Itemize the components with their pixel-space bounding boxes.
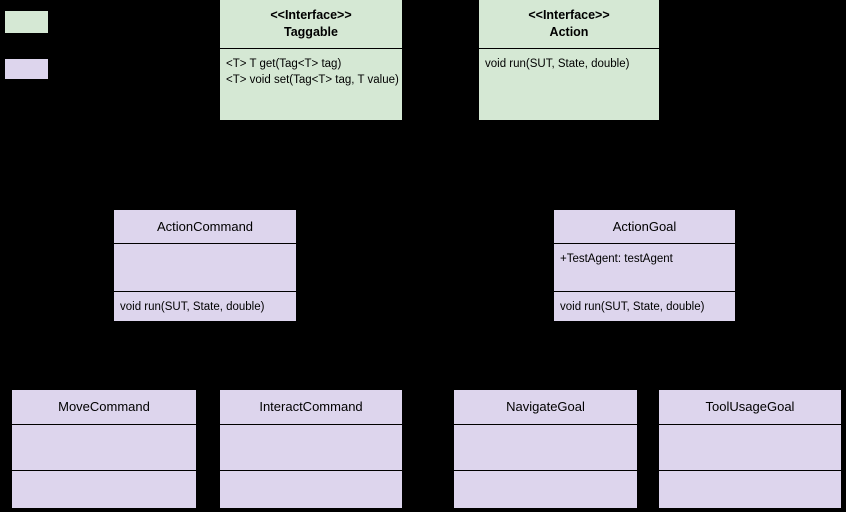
class-header-tool-usage-goal: ToolUsageGoal bbox=[659, 390, 841, 424]
class-stereotype: <<Interface>> bbox=[270, 7, 352, 22]
class-name: Action bbox=[549, 24, 589, 39]
class-method: <T> void set(Tag<T> tag, T value) bbox=[226, 73, 399, 86]
class-name: ToolUsageGoal bbox=[705, 399, 795, 415]
class-method: <T> T get(Tag<T> tag) bbox=[226, 58, 342, 70]
class-stereotype: <<Interface>> bbox=[528, 7, 610, 22]
class-box-action-goal[interactable]: ActionGoal +TestAgent: testAgent void ru… bbox=[553, 209, 736, 322]
class-header-taggable: <<Interface>> Taggable bbox=[220, 0, 402, 48]
class-box-taggable[interactable]: <<Interface>> Taggable <T> T get(Tag<T> … bbox=[219, 0, 403, 121]
class-header-move-command: MoveCommand bbox=[12, 390, 196, 424]
class-box-action-command[interactable]: ActionCommand void run(SUT, State, doubl… bbox=[113, 209, 297, 322]
class-methods-navigate-goal bbox=[454, 470, 637, 508]
class-box-interact-command[interactable]: InteractCommand bbox=[219, 389, 403, 509]
class-members-action: void run(SUT, State, double) bbox=[479, 48, 659, 120]
class-name: Taggable bbox=[284, 24, 338, 39]
class-box-move-command[interactable]: MoveCommand bbox=[11, 389, 197, 509]
class-header-navigate-goal: NavigateGoal bbox=[454, 390, 637, 424]
class-box-action[interactable]: <<Interface>> Action void run(SUT, State… bbox=[478, 0, 660, 121]
class-attributes-move-command bbox=[12, 424, 196, 470]
class-box-navigate-goal[interactable]: NavigateGoal bbox=[453, 389, 638, 509]
class-header-action: <<Interface>> Action bbox=[479, 0, 659, 48]
class-name: ActionGoal bbox=[612, 218, 677, 234]
class-attributes-navigate-goal bbox=[454, 424, 637, 470]
class-header-action-command: ActionCommand bbox=[114, 210, 296, 243]
class-methods-move-command bbox=[12, 470, 196, 508]
class-attributes-action-command bbox=[114, 243, 296, 291]
class-methods-action-goal: void run(SUT, State, double) bbox=[554, 291, 735, 321]
class-box-tool-usage-goal[interactable]: ToolUsageGoal bbox=[658, 389, 842, 509]
class-header-interact-command: InteractCommand bbox=[220, 390, 402, 424]
class-swatch bbox=[4, 58, 49, 80]
class-attributes-action-goal: +TestAgent: testAgent bbox=[554, 243, 735, 291]
class-attributes-interact-command bbox=[220, 424, 402, 470]
class-methods-tool-usage-goal bbox=[659, 470, 841, 508]
class-header-action-goal: ActionGoal bbox=[554, 210, 735, 243]
class-attributes-tool-usage-goal bbox=[659, 424, 841, 470]
interface-swatch bbox=[4, 10, 49, 34]
class-method: void run(SUT, State, double) bbox=[120, 301, 265, 313]
class-method: void run(SUT, State, double) bbox=[485, 58, 630, 70]
class-name: ActionCommand bbox=[156, 218, 254, 234]
class-members-taggable: <T> T get(Tag<T> tag) <T> void set(Tag<T… bbox=[220, 48, 402, 120]
class-attribute: +TestAgent: testAgent bbox=[560, 253, 673, 265]
class-methods-action-command: void run(SUT, State, double) bbox=[114, 291, 296, 321]
class-name: InteractCommand bbox=[259, 399, 363, 415]
class-name: NavigateGoal bbox=[506, 399, 585, 415]
class-methods-interact-command bbox=[220, 470, 402, 508]
class-method: void run(SUT, State, double) bbox=[560, 301, 705, 313]
class-name: MoveCommand bbox=[58, 399, 150, 415]
